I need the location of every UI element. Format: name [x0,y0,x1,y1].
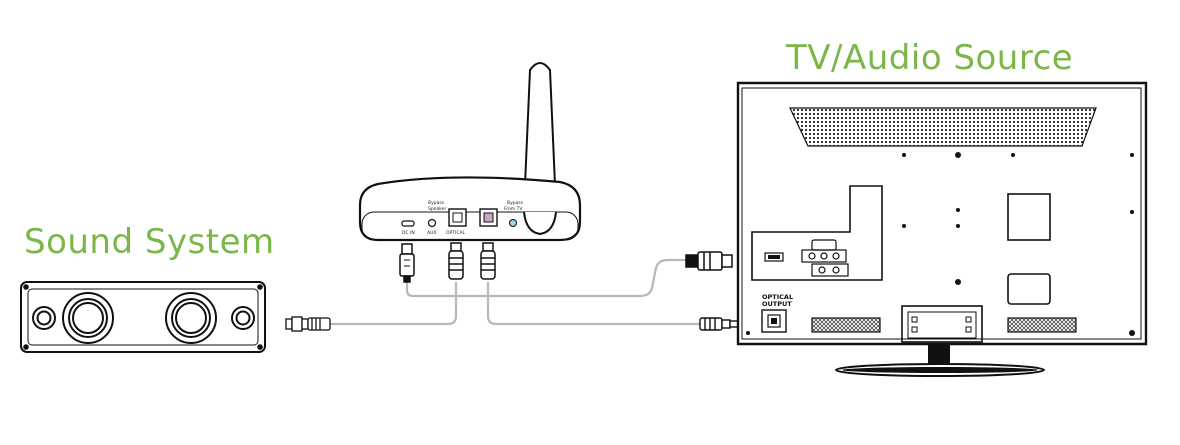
optical-plug-speaker [285,316,331,332]
switch-label-bottom: Speaker [428,206,446,212]
tv-audio-source-label: TV/Audio Source [786,38,1074,78]
power-cable [405,258,688,298]
top-vent [789,107,1097,147]
usb-plug-tv [685,251,733,271]
usb-plug [399,243,415,283]
mode-button [509,219,517,227]
tv-back-panel [736,81,1148,377]
optical-cable-to-tv [486,282,700,326]
switch-label-top: Bypass [428,200,445,206]
mode-label-bottom: From TV [504,206,523,212]
optical-output-label-line1: OPTICAL [762,293,793,301]
optical-out-label: OPTICAL [446,230,466,236]
connector-bay [751,185,883,281]
transmitter-plugs [399,242,496,283]
optical-cable-to-speaker [330,282,458,326]
transmitter-device: DC IN AUX Bypass Speaker OPTICAL Bypass … [358,62,582,242]
mode-label-top: Bypass [507,200,524,206]
optical-plug-in [480,242,496,280]
dc-in-port [401,220,415,227]
aux-port [427,218,437,228]
cable-network [330,258,700,326]
optical-plug-out [448,242,464,280]
optical-output-label-line2: OUTPUT [762,300,792,308]
tv-vga-port [811,239,837,251]
sound-system-speaker [20,281,266,353]
dc-in-label: DC IN [402,230,415,236]
antenna [522,62,558,209]
sound-system-label: Sound System [24,222,275,262]
aux-label: AUX [427,230,436,236]
